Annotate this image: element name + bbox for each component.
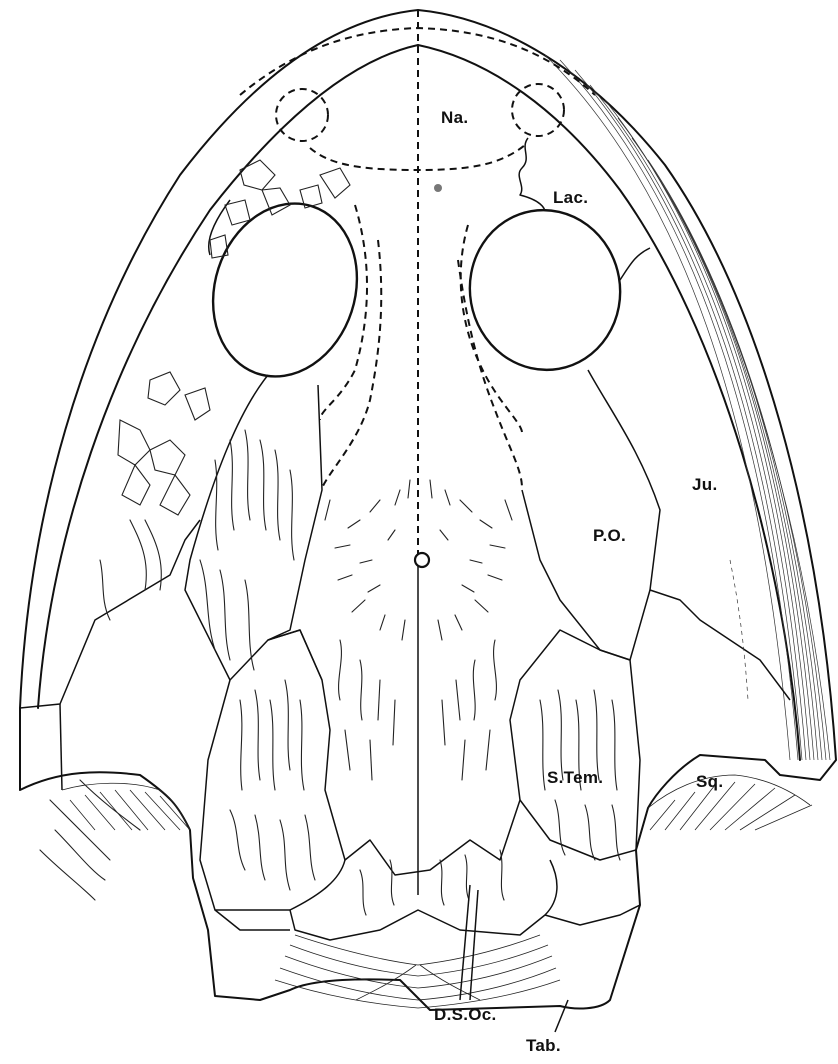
leader-lines xyxy=(0,0,838,1064)
